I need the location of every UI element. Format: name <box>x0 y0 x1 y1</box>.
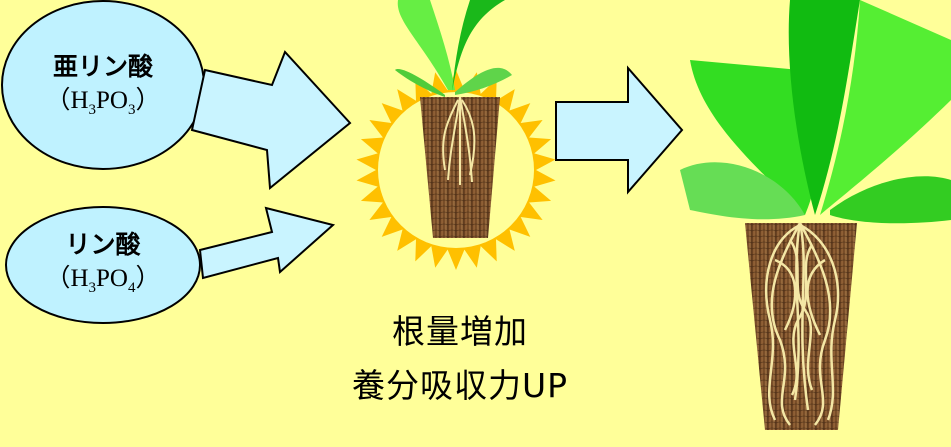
arrow-phosphorous-to-plant <box>190 50 352 190</box>
phosphoric-acid-oval <box>5 206 201 324</box>
large-plant-leaves <box>680 0 951 224</box>
caption-nutrient-absorption-up: 養分吸収力UP <box>351 366 569 405</box>
phosphoric-acid-label: リン酸 （H3PO4） <box>33 228 173 305</box>
phosphorous-acid-formula: （H3PO3） <box>45 87 161 118</box>
large-plant-pot <box>745 223 857 430</box>
small-plant-roots <box>442 96 476 185</box>
phosphoric-acid-name: リン酸 <box>65 230 141 259</box>
phosphorous-acid-label: 亜リン酸 （H3PO3） <box>33 50 173 127</box>
arrow-to-grown-plant <box>555 65 684 195</box>
phosphorous-acid-name: 亜リン酸 <box>52 52 153 81</box>
phosphoric-acid-formula: （H3PO4） <box>45 265 161 296</box>
caption-root-increase: 根量増加 <box>392 312 528 351</box>
small-plant-leaves <box>395 0 512 97</box>
caption: 根量増加 養分吸収力UP <box>300 305 620 413</box>
arrow-phosphoric-to-plant <box>198 206 336 280</box>
large-plant-roots <box>765 222 840 426</box>
